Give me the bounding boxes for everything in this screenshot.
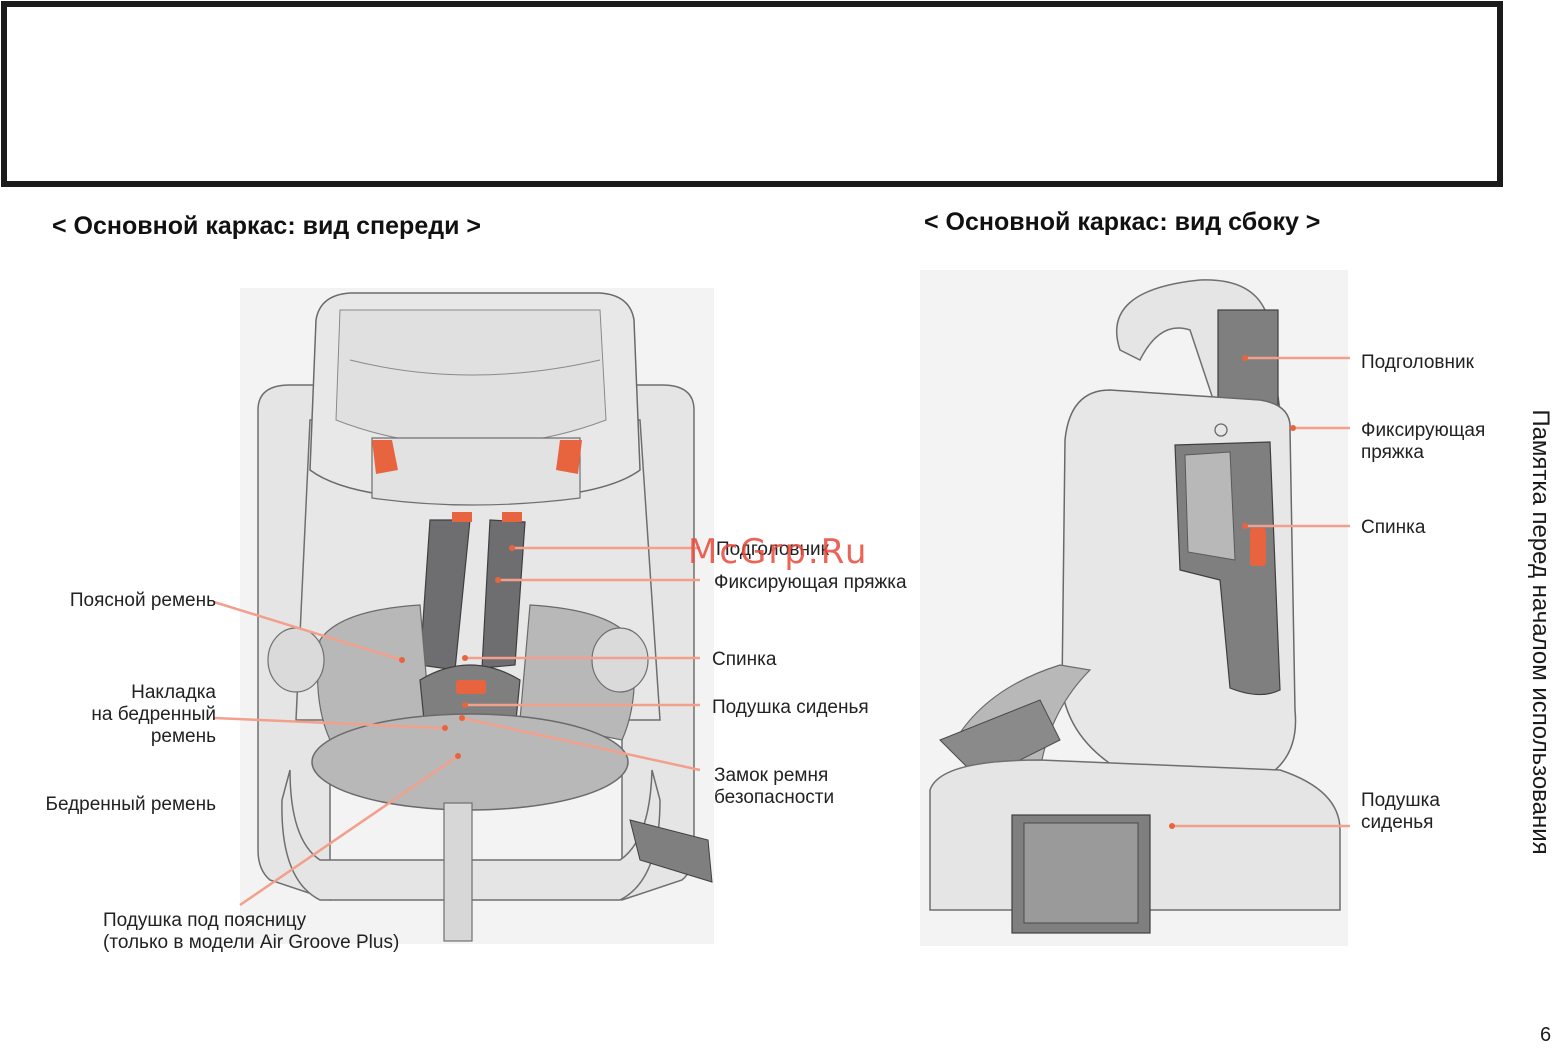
front-label-lap-pad: Накладка на бедренный ремень: [40, 682, 216, 748]
front-label-buckle-line1: Замок ремня: [714, 765, 829, 786]
side-view-title: < Основной каркас: вид сбоку >: [924, 208, 1321, 236]
side-label-fixing-clip: Фиксирующая пряжка: [1361, 420, 1485, 464]
front-label-lap-belt: Бедренный ремень: [45, 794, 216, 815]
front-label-headrest: Подголовник: [716, 539, 829, 560]
front-label-seat-cushion: Подушка сиденья: [712, 697, 869, 718]
front-label-lap-pad-line1: Накладка: [131, 682, 216, 703]
front-label-lap-pad-line3: ремень: [150, 726, 216, 747]
front-label-shoulder-belt: Поясной ремень: [69, 590, 216, 611]
side-label-seat-cushion-line1: Подушка: [1361, 790, 1440, 811]
header-box: [1, 1, 1503, 187]
front-label-lumbar: Подушка под поясницу (только в модели Ai…: [103, 910, 399, 954]
side-label-fixing-clip-line2: пряжка: [1361, 442, 1424, 463]
front-label-buckle: Замок ремня безопасности: [714, 765, 834, 809]
side-label-backrest: Спинка: [1361, 517, 1426, 538]
sidebar-text-label: Памятка перед началом использования: [1527, 409, 1554, 855]
front-label-lap-pad-line2: на бедренный: [91, 704, 216, 725]
front-label-buckle-line2: безопасности: [714, 787, 835, 808]
front-view-illustration: [213, 288, 714, 944]
side-label-fixing-clip-line1: Фиксирующая: [1361, 420, 1486, 441]
side-view-illustration: [920, 270, 1350, 946]
side-label-seat-cushion: Подушка сиденья: [1361, 790, 1440, 834]
side-label-headrest: Подголовник: [1361, 352, 1474, 373]
front-label-fixing-clip: Фиксирующая пряжка: [714, 572, 907, 593]
sidebar-text: Памятка перед началом использования: [1515, 322, 1565, 942]
watermark: McGrp.Ru: [688, 532, 869, 572]
page-number: 6: [1540, 1024, 1552, 1046]
side-label-seat-cushion-line2: сиденья: [1361, 812, 1434, 833]
front-label-lumbar-line1: Подушка под поясницу: [103, 910, 307, 931]
front-label-lumbar-line2: (только в модели Air Groove Plus): [103, 932, 400, 953]
front-view-title: < Основной каркас: вид спереди >: [52, 212, 482, 240]
front-label-backrest: Спинка: [712, 649, 777, 670]
